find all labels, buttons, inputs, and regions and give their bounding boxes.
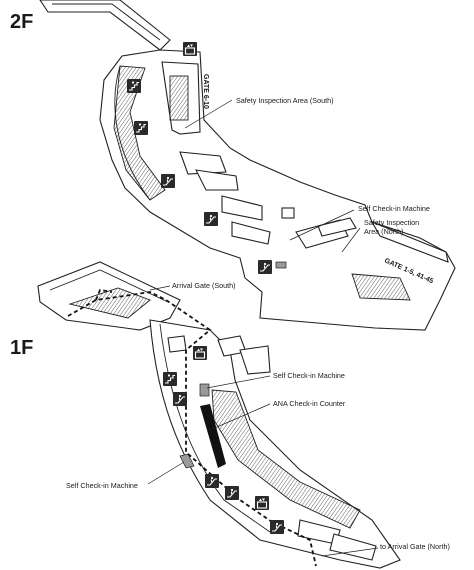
escalator-icon	[160, 173, 176, 189]
ana-checkin-counter	[200, 404, 226, 468]
floor-2f-label: 2F	[10, 11, 33, 33]
arrival-gate-north-label: to Arrival Gate (North)	[380, 542, 450, 551]
self-checkin-1f-left-label: Self Check-in Machine	[66, 481, 138, 490]
elevator-icon	[254, 495, 270, 511]
safety-inspection-north-label-2: Area (North)	[364, 227, 404, 236]
elevator-icon	[182, 41, 198, 57]
ana-checkin-counter-label: ANA Check-in Counter	[273, 399, 346, 408]
floor-2f-map: GATE 6-10 GATE 1-5, 41-45	[39, 0, 456, 331]
stairs-icon	[133, 120, 149, 136]
safety-inspection-south-label: Safety Inspection Area (South)	[236, 96, 334, 105]
escalator-icon	[172, 391, 188, 407]
escalator-icon	[203, 211, 219, 227]
stairs-icon	[162, 371, 178, 387]
escalator-icon	[269, 519, 285, 535]
stairs-icon	[126, 78, 142, 94]
floor-1f-label: 1F	[10, 337, 33, 359]
escalator-icon	[224, 485, 240, 501]
safety-inspection-north-label-1: Safety Inspection	[364, 218, 419, 227]
floor-1f-map	[37, 261, 401, 569]
self-checkin-1f-right-label: Self Check-in Machine	[273, 371, 345, 380]
self-checkin-machine-1f-left	[179, 453, 195, 469]
self-checkin-2f-label: Self Check-in Machine	[358, 204, 430, 213]
self-checkin-machine-1f-right	[199, 383, 210, 397]
escalator-icon	[204, 473, 220, 489]
escalator-icon	[257, 259, 273, 275]
gate-6-10-label: GATE 6-10	[202, 74, 209, 109]
elevator-icon	[192, 345, 208, 361]
arrival-gate-south-label: Arrival Gate (South)	[172, 281, 236, 290]
self-checkin-machine-2f	[275, 261, 287, 269]
